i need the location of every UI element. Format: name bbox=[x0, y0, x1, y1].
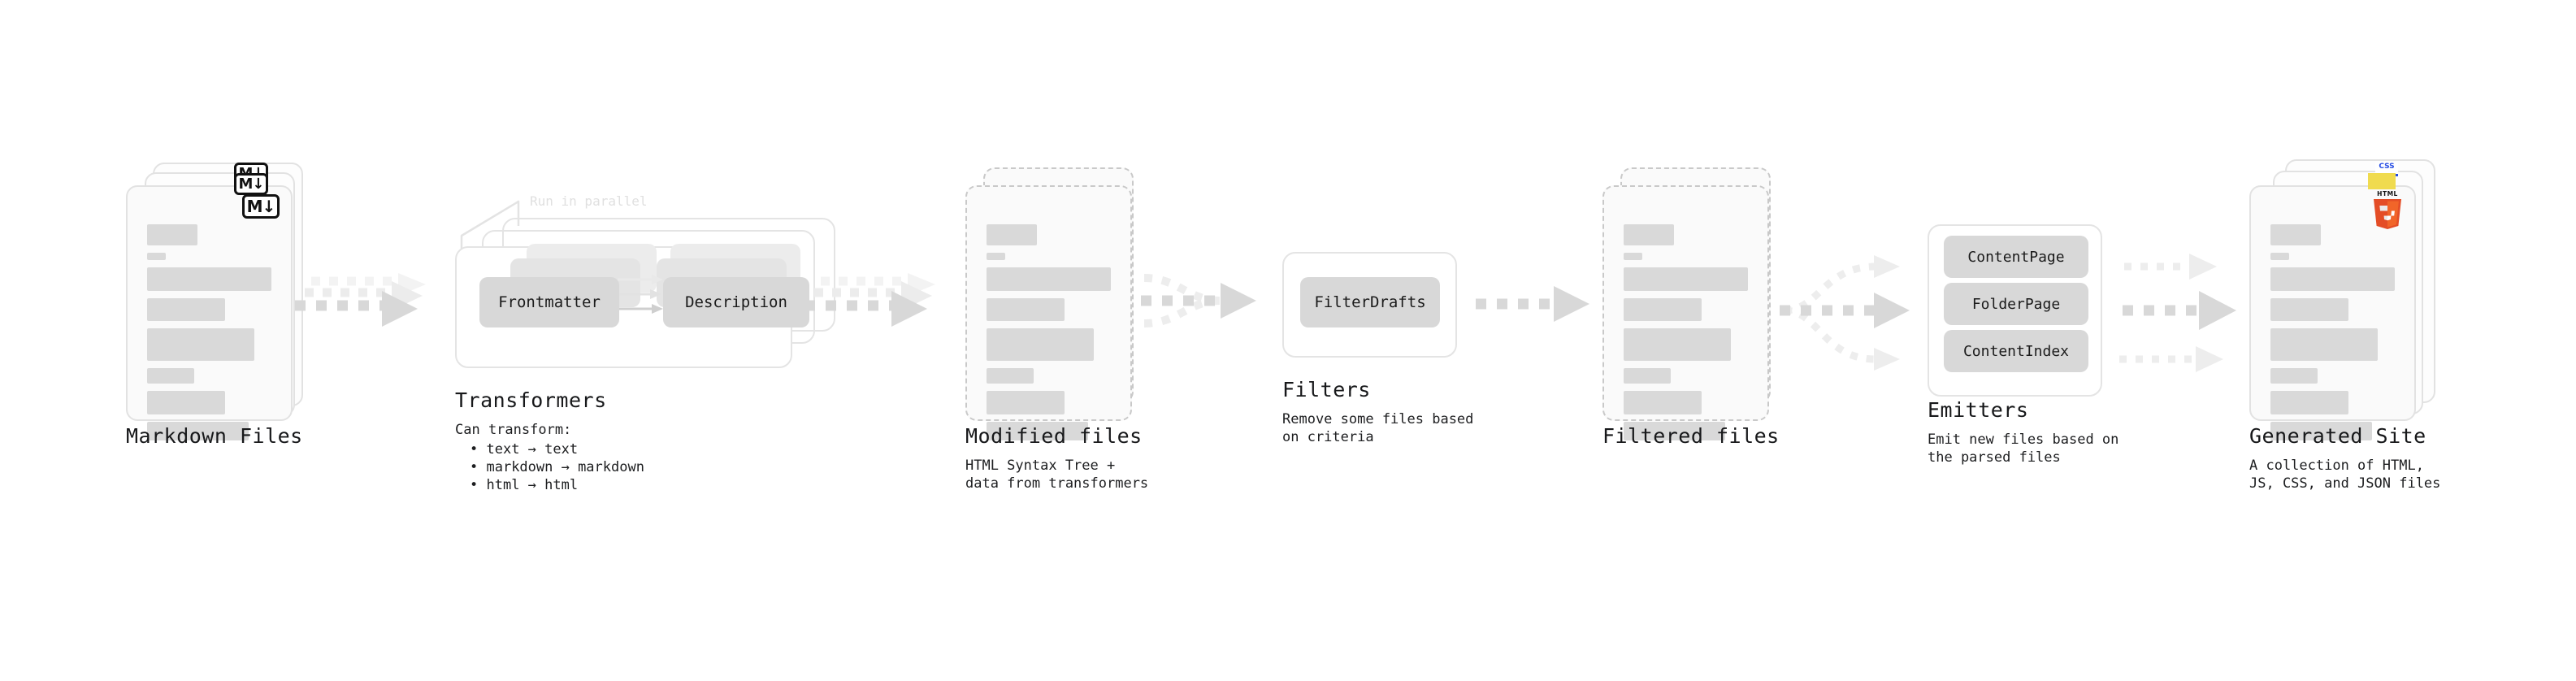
folderpage-chip[interactable]: FolderPage bbox=[1944, 283, 2088, 325]
modified-doc-bars bbox=[987, 224, 1111, 448]
emitters-subtitle: Emit new files based on the parsed files bbox=[1928, 432, 2119, 466]
arrow-modified-to-filters bbox=[1141, 274, 1256, 327]
html5-shield-icon: HTML bbox=[2374, 190, 2401, 229]
markdown-doc-front bbox=[126, 185, 293, 440]
markdown-badge: M↓ bbox=[242, 194, 280, 219]
modified-files-subtitle: HTML Syntax Tree + data from transformer… bbox=[965, 458, 1149, 492]
arrow-filters-to-filtered bbox=[1476, 286, 1589, 322]
filters-subtitle: Remove some files based on criteria bbox=[1282, 411, 1474, 445]
contentpage-chip[interactable]: ContentPage bbox=[1944, 236, 2088, 278]
transformer-bullet-html: html → html bbox=[470, 476, 644, 494]
site-doc-bars bbox=[2270, 224, 2395, 448]
svg-text:HTML: HTML bbox=[2377, 190, 2398, 197]
frontmatter-chip[interactable]: Frontmatter bbox=[479, 277, 619, 327]
html5-badge: HTML bbox=[2369, 189, 2406, 231]
transformer-inner-arrows bbox=[613, 275, 663, 314]
filterdrafts-chip[interactable]: FilterDrafts bbox=[1300, 277, 1440, 327]
description-chip[interactable]: Description bbox=[663, 277, 809, 327]
contentindex-chip[interactable]: ContentIndex bbox=[1944, 330, 2088, 372]
transformer-bullet-text: text → text bbox=[470, 440, 644, 458]
modified-doc-front bbox=[965, 185, 1132, 440]
arrow-transformers-to-modified bbox=[804, 273, 935, 327]
modified-files-title: Modified files bbox=[965, 424, 1143, 448]
generated-site-subtitle: A collection of HTML, JS, CSS, and JSON … bbox=[2249, 458, 2441, 492]
filtered-files-title: Filtered files bbox=[1602, 424, 1780, 448]
transformer-bullet-markdown: markdown → markdown bbox=[470, 458, 644, 476]
js-badge bbox=[2368, 173, 2396, 189]
filters-title: Filters bbox=[1282, 378, 1371, 401]
transformers-title: Transformers bbox=[455, 388, 607, 412]
markdown-doc-bars bbox=[147, 224, 271, 448]
transformers-bullets: Can transform: text → text markdown → ma… bbox=[455, 421, 644, 494]
markdown-badge-back-1: M↓ bbox=[234, 173, 268, 195]
arrow-emitters-to-site bbox=[2119, 254, 2236, 372]
transformers-lead: Can transform: bbox=[455, 422, 572, 438]
emitters-title: Emitters bbox=[1928, 398, 2029, 422]
filtered-doc-front bbox=[1602, 185, 1769, 440]
generated-site-title: Generated Site bbox=[2249, 424, 2426, 448]
arrow-markdown-to-transformers bbox=[295, 273, 426, 327]
markdown-files-title: Markdown Files bbox=[126, 424, 303, 448]
filtered-doc-bars bbox=[1624, 224, 1748, 448]
run-in-parallel-label: Run in parallel bbox=[530, 193, 648, 209]
arrow-filtered-to-emitters bbox=[1780, 255, 1910, 371]
